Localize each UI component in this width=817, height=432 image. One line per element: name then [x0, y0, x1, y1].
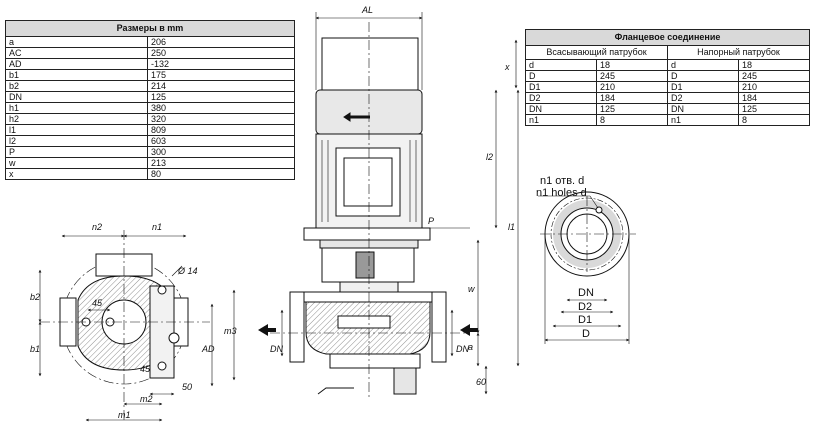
flange-detail: [540, 191, 636, 277]
dim-label-x: x: [504, 62, 510, 72]
outlet-flow-arrow-icon: [460, 324, 478, 336]
terminal-box: [335, 147, 401, 217]
motor-fan-cover: [321, 37, 419, 91]
flange-dim-dn: DN: [578, 287, 594, 299]
discharge-flange: [431, 291, 447, 363]
dim-label-p: P: [428, 216, 434, 226]
dim-label-ad: AD: [201, 344, 215, 354]
dim-label-m2: m2: [140, 394, 153, 404]
flange-dim-d2: D2: [578, 301, 592, 313]
flange-table-title: Фланцевое соединение: [525, 29, 810, 46]
coupling: [355, 251, 375, 279]
dim-label-b1: b1: [30, 344, 40, 354]
flange-dim-d: D: [582, 328, 590, 340]
dim-label-dn-left: DN: [270, 344, 283, 354]
dim-label-w: w: [468, 284, 475, 294]
table-row: AD-132: [5, 58, 295, 70]
dim-label-dn-right: DN: [456, 344, 469, 354]
front-view-dimensions: [280, 12, 520, 395]
dim-label-45-b: 45: [140, 364, 151, 374]
dim-label-60: 60: [476, 377, 486, 387]
flange-detail-dimensions: [538, 195, 630, 344]
dim-label-l1: l1: [508, 222, 515, 232]
flange-dim-d1: D1: [578, 314, 592, 326]
dim-label-m3: m3: [224, 326, 237, 336]
flow-arrows: [258, 324, 478, 336]
dim-label-b2: b2: [30, 292, 40, 302]
motor-flange: [303, 227, 431, 241]
flange-connection-table: Фланцевое соединение Всасывающий патрубо…: [525, 29, 810, 126]
holes-label-en: n1 holes d: [536, 187, 587, 199]
pump-base: [329, 353, 421, 369]
dim-label-al: AL: [361, 5, 373, 15]
suction-flange: [289, 291, 305, 363]
dim-label-m1: m1: [118, 410, 131, 420]
dim-label-n2: n2: [92, 222, 102, 232]
dim-label-l2: l2: [486, 152, 493, 162]
dimensions-table-title: Размеры в mm: [5, 20, 295, 37]
inlet-flow-arrow-icon: [258, 324, 276, 336]
support-foot: [393, 367, 417, 395]
top-view: [40, 230, 210, 420]
dim-label-45-a: 45: [92, 298, 103, 308]
bolt-hole-icon: [595, 206, 603, 214]
dim-label-a: a: [468, 342, 473, 352]
mounting-hole-icon: [168, 332, 180, 344]
dim-label-phi14: Ø 14: [177, 266, 198, 276]
front-view: [270, 22, 470, 400]
dim-label-n1: n1: [152, 222, 162, 232]
holes-label-ru: n1 отв. d: [540, 175, 584, 187]
dim-label-50: 50: [182, 382, 192, 392]
rotation-arrow-head-icon: [343, 112, 351, 122]
top-view-dimensions: [38, 234, 236, 422]
